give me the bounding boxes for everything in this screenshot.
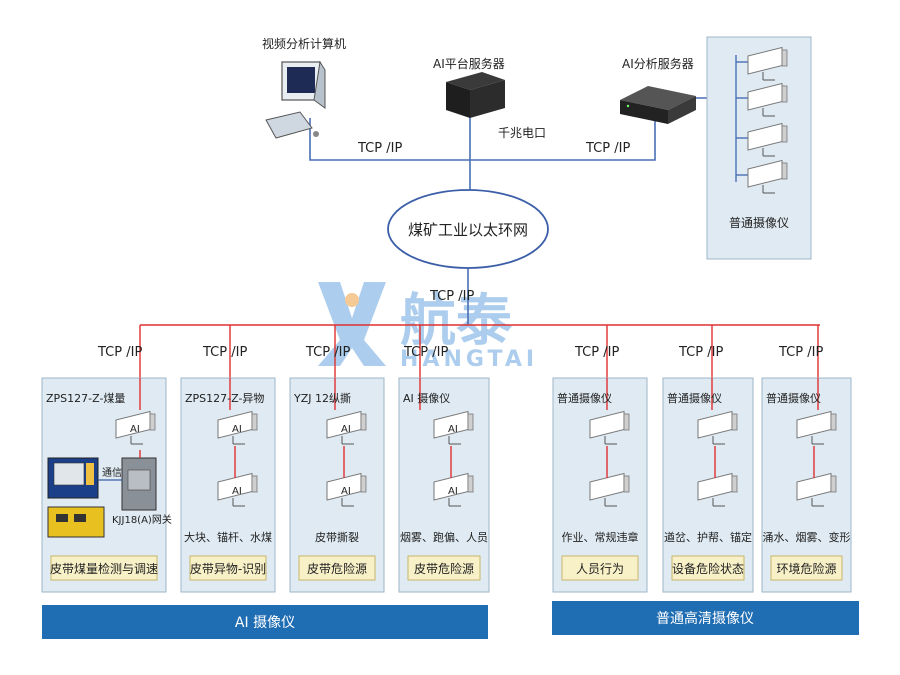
ai-tag: AI (130, 424, 140, 435)
panel-label: 环境危险源 (776, 561, 836, 576)
panel-label-box (770, 555, 843, 581)
comm-label: 通信 (102, 467, 122, 479)
camera-panel: TCP /IP ZPS127-Z-煤量 AI 皮带煤量检测与调速 通信 KJJ18(A)网… (41, 325, 172, 593)
panel-tcp-label: TCP /IP (97, 345, 142, 360)
panel-tcp-label: TCP /IP (305, 345, 350, 360)
panel-label: 皮带煤量检测与调速 (50, 561, 158, 576)
panel-desc: 遒岔、护帮、锚定 (664, 530, 752, 544)
panel-label-box (189, 555, 267, 581)
ai-tag: AI (232, 486, 242, 497)
ai-tag: AI (232, 424, 242, 435)
panel-tcp-label: TCP /IP (678, 345, 723, 360)
panel-title: 普通摄像仪 (557, 391, 612, 405)
watermark-cn: 航泰 (400, 289, 513, 354)
panel-label-box (671, 555, 745, 581)
mouse-icon (313, 131, 319, 137)
analysis-computer: 视频分析计算机 (262, 36, 346, 139)
ai-tag: AI (448, 424, 458, 435)
panel-label-box (298, 555, 376, 581)
panel-desc: 大块、锚杆、水煤 (184, 530, 272, 544)
banner-left-label: AI 摄像仪 (235, 615, 295, 631)
ai-tag: AI (448, 486, 458, 497)
panel-label: 皮带危险源 (307, 561, 367, 576)
watermark-dot-icon (345, 293, 359, 307)
panel-title: 普通摄像仪 (766, 391, 821, 405)
ai-analysis-label: AI分析服务器 (622, 56, 694, 71)
panel-tcp-label: TCP /IP (574, 345, 619, 360)
tcp-label-left: TCP /IP (357, 141, 402, 156)
ai-platform-label: AI平台服务器 (433, 56, 505, 71)
camera-group-panel: 普通摄像仪 (706, 36, 812, 260)
watermark: 航泰 HANGTAI (318, 282, 538, 372)
panel-title: YZJ 12纵撕 (293, 391, 351, 405)
panel-label: 皮带异物-识别 (190, 562, 266, 576)
panel-title: ZPS127-Z-煤量 (46, 392, 125, 405)
banner-left: AI 摄像仪 (42, 605, 488, 639)
panel-tcp-label: TCP /IP (778, 345, 823, 360)
camera-group-label: 普通摄像仪 (729, 215, 789, 230)
ai-tag: AI (341, 486, 351, 497)
tcp-label-right: TCP /IP (585, 141, 630, 156)
panel-desc: 皮带撕裂 (315, 530, 359, 544)
pc-link-line (309, 118, 656, 161)
ring-network: 煤矿工业以太环网 (387, 189, 549, 269)
panel-label-box (561, 555, 639, 581)
coal-detection-equipment: 通信 KJJ18(A)网关 (47, 450, 172, 538)
panel-label-box (407, 555, 481, 581)
panel-tcp-label: TCP /IP (403, 345, 448, 360)
panel-tcp-label: TCP /IP (202, 345, 247, 360)
ring-label: 煤矿工业以太环网 (408, 221, 528, 239)
panel-label: 皮带危险源 (414, 561, 474, 576)
tcp-label-center: TCP /IP (429, 289, 474, 304)
panel-title: 普通摄像仪 (667, 391, 722, 405)
gigabit-label: 千兆电口 (498, 126, 546, 140)
panel-desc: 作业、常规违章 (562, 530, 639, 544)
panel-desc: 烟雾、跑偏、人员 (400, 530, 488, 544)
panel-desc: 涌水、烟雾、变形 (763, 530, 851, 544)
panel-label: 设备危险状态 (672, 561, 744, 576)
pc-label: 视频分析计算机 (262, 36, 346, 51)
ai-platform-server: AI平台服务器 千兆电口 (433, 56, 546, 140)
banner-right: 普通高清摄像仪 (552, 601, 859, 635)
banner-right-label: 普通高清摄像仪 (656, 610, 754, 627)
camera-panels: TCP /IP ZPS127-Z-煤量 AI 皮带煤量检测与调速 通信 KJJ18(A)网… (41, 325, 852, 593)
watermark-logo-icon (318, 282, 386, 366)
gateway-label: KJJ18(A)网关 (112, 513, 172, 526)
watermark-en: HANGTAI (400, 347, 538, 372)
ai-tag: AI (341, 424, 351, 435)
panel-label-box (50, 555, 158, 581)
panel-title: AI 摄像仪 (403, 391, 450, 405)
panel-title: ZPS127-Z-异物 (185, 391, 264, 405)
ai-analysis-server: AI分析服务器 (620, 56, 696, 124)
panel-label: 人员行为 (576, 562, 624, 576)
